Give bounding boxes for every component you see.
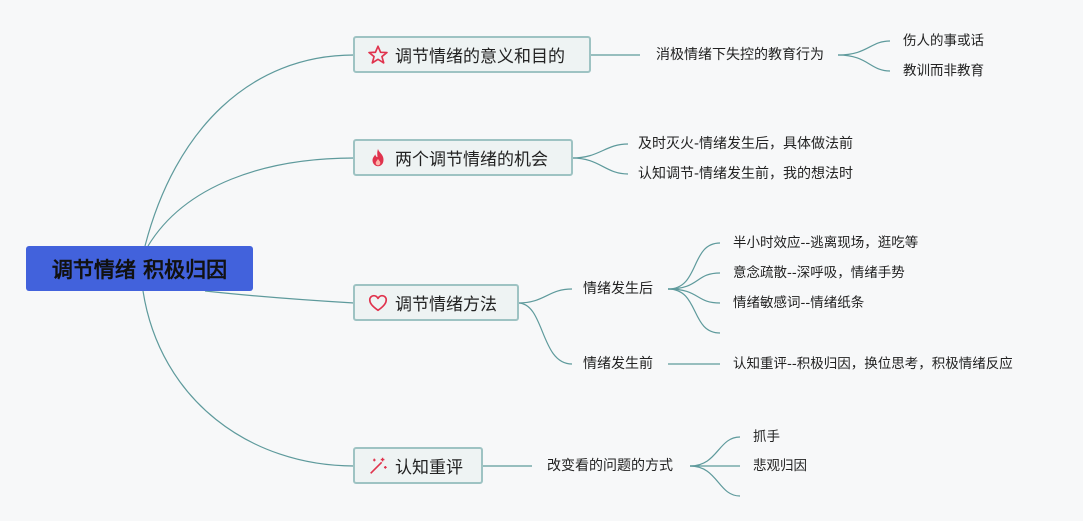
topic-change-view[interactable]: 改变看的问题的方式 [547,457,673,475]
branch-2-to-sub-2-line [571,157,629,175]
leaf-label: 意念疏散--深呼吸，情绪手势 [733,265,905,281]
leaf-label: 伤人的事或话 [903,33,984,49]
leaf-label: 抓手 [753,429,780,445]
topic-label: 情绪发生前 [583,356,653,372]
topic-uncontrolled-behavior[interactable]: 消极情绪下失控的教育行为 [656,46,824,64]
leaf-cognitive-reappraisal[interactable]: 认知重评--积极归因，换位思考，积极情绪反应 [733,355,1013,373]
leaf-label: 半小时效应--逃离现场，逛吃等 [733,235,919,251]
branch-label: 调节情绪的意义和目的 [395,47,565,67]
star-icon [367,44,389,66]
root-topic[interactable]: 调节情绪 积极归因 [26,246,253,291]
sub-1-to-leaf-2-line [837,54,891,72]
branch-3-to-sub-1-line [517,288,573,304]
topic-put-out-fire[interactable]: 及时灭火-情绪发生后，具体做法前 [638,135,853,153]
sub-3a-to-leaf-2-line [667,272,721,290]
topic-cognitive-adjustment[interactable]: 认知调节-情绪发生前，我的想法时 [638,165,853,183]
branch-reappraisal[interactable]: 认知重评 [353,447,483,484]
sub-3a-to-leaf-3-line [667,288,721,304]
leaf-label: 认知重评--积极归因，换位思考，积极情绪反应 [733,356,1013,372]
sub-1-to-leaf-1-line [837,40,891,56]
leaf-lecture-not-educate[interactable]: 教训而非教育 [903,62,984,80]
leaf-label: 悲观归因 [753,458,807,474]
topic-label: 认知调节-情绪发生前，我的想法时 [638,166,854,182]
heart-icon [367,292,389,314]
root-topic-label: 调节情绪 积极归因 [51,257,228,282]
fire-icon [367,147,389,169]
sparkles-icon [367,455,389,477]
branch-label: 两个调节情绪的机会 [395,150,548,170]
root-to-branch-4-line [142,290,355,467]
root-to-branch-2-line [147,157,355,247]
root-to-branch-1-line [144,54,355,247]
leaf-half-hour-effect[interactable]: 半小时效应--逃离现场，逛吃等 [733,234,918,252]
branch-methods[interactable]: 调节情绪方法 [353,284,519,321]
sub-3a-to-leaf-1-line [667,242,721,290]
topic-before-emotion[interactable]: 情绪发生前 [583,355,653,373]
sub-4-to-leaf-1-line [689,436,741,467]
topic-label: 改变看的问题的方式 [547,458,673,474]
topic-after-emotion[interactable]: 情绪发生后 [583,280,653,298]
leaf-grip[interactable]: 抓手 [753,428,780,446]
topic-label: 情绪发生后 [583,281,653,297]
branch-2-to-sub-1-line [571,143,629,159]
branch-3-to-sub-2-line [517,302,573,365]
topic-label: 消极情绪下失控的教育行为 [656,47,824,63]
leaf-pessimistic-attribution[interactable]: 悲观归因 [753,457,807,475]
leaf-mind-diversion[interactable]: 意念疏散--深呼吸，情绪手势 [733,264,905,282]
branch-significance[interactable]: 调节情绪的意义和目的 [353,36,591,73]
branch-label: 调节情绪方法 [395,295,497,315]
leaf-label: 情绪敏感词--情绪纸条 [733,295,865,311]
leaf-hurtful-words[interactable]: 伤人的事或话 [903,32,984,50]
sub-4-to-leaf-3-line [689,465,741,497]
topic-label: 及时灭火-情绪发生后，具体做法前 [638,136,854,152]
leaf-sensitive-words[interactable]: 情绪敏感词--情绪纸条 [733,294,864,312]
leaf-label: 教训而非教育 [903,63,984,79]
branch-label: 认知重评 [395,458,463,478]
root-to-branch-3-line [204,290,355,304]
branch-two-opportunities[interactable]: 两个调节情绪的机会 [353,139,573,176]
sub-3a-to-leaf-4-line [667,288,721,334]
